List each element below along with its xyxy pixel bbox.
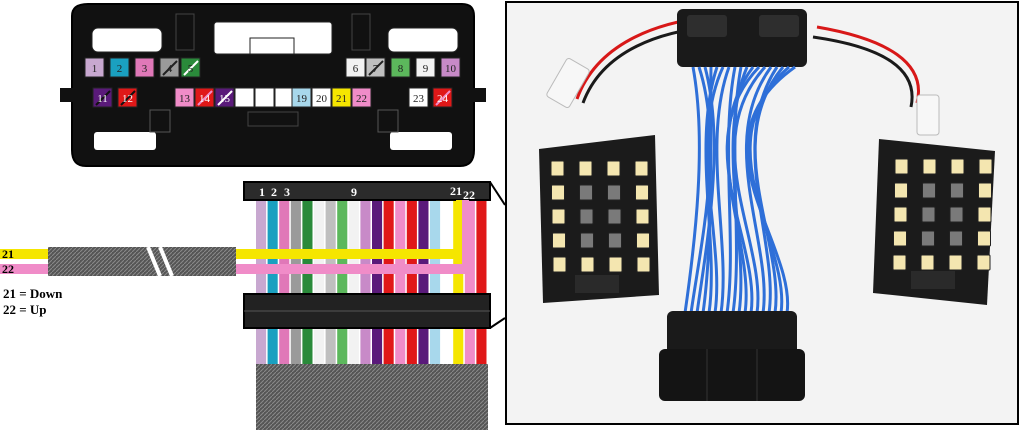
wire-sleeve — [48, 247, 236, 276]
svg-text:12: 12 — [122, 93, 133, 105]
harness-clamp — [243, 293, 505, 329]
harness-wire — [279, 200, 290, 364]
pin-10: 10 — [440, 57, 461, 78]
pin-label-9: 9 — [351, 185, 357, 199]
svg-text:21: 21 — [336, 93, 347, 105]
pin-23: 23 — [408, 87, 429, 108]
svg-text:2: 2 — [117, 63, 123, 75]
pin-20: 20 — [311, 87, 332, 108]
harness-wire — [302, 200, 313, 364]
pin-24: 24 — [432, 87, 453, 108]
pin-label-1: 1 — [259, 185, 265, 199]
signal-22-tag: 22 — [2, 262, 14, 276]
svg-text:19: 19 — [296, 93, 308, 105]
harness-wires — [256, 200, 487, 364]
harness-wire — [372, 200, 383, 364]
right-lamp-panel — [873, 139, 995, 305]
svg-text:7: 7 — [373, 63, 379, 75]
svg-text:5: 5 — [188, 63, 194, 75]
svg-text:24: 24 — [437, 93, 449, 105]
svg-text:4: 4 — [167, 63, 173, 75]
svg-text:1: 1 — [92, 63, 98, 75]
pin-1: 1 — [84, 57, 105, 78]
pin-15: 15 — [214, 87, 235, 108]
pin-19: 19 — [291, 87, 312, 108]
harness-photo-illustration — [507, 3, 1017, 423]
legend-down: 21 = Down — [3, 286, 63, 301]
harness-wire — [360, 200, 371, 364]
blue-wire-bundle — [683, 65, 796, 314]
pin-blank-6 — [254, 87, 275, 108]
pin-13: 13 — [174, 87, 195, 108]
connector-housing — [60, 3, 486, 167]
harness-wire — [325, 200, 336, 364]
harness-wire — [383, 200, 394, 364]
harness-wire — [267, 200, 278, 364]
svg-text:14: 14 — [199, 93, 211, 105]
svg-text:23: 23 — [413, 93, 425, 105]
bottom-plug — [659, 311, 805, 401]
svg-text:11: 11 — [97, 93, 108, 105]
pin-2: 2 — [109, 57, 130, 78]
pin-label-bar: 1 2 3 9 21 22 — [243, 181, 505, 206]
pin-3: 3 — [134, 57, 155, 78]
harness-wire — [290, 200, 301, 364]
signal-21-tag: 21 — [2, 247, 14, 261]
harness-wire — [430, 200, 441, 364]
pin-7: 7 — [365, 57, 386, 78]
signal-wires: 21 22 — [0, 200, 469, 277]
pin-6: 6 — [345, 57, 366, 78]
left-lamp-panel — [539, 135, 659, 303]
svg-text:13: 13 — [179, 93, 191, 105]
pin-label-22: 22 — [463, 188, 475, 202]
harness-wire — [418, 200, 429, 364]
harness-wire — [256, 200, 267, 364]
pin-11: 11 — [92, 87, 113, 108]
svg-text:9: 9 — [423, 63, 429, 75]
svg-text:20: 20 — [316, 93, 328, 105]
harness-wire — [441, 200, 452, 364]
pin-label-2: 2 — [271, 185, 277, 199]
pin-9: 9 — [415, 57, 436, 78]
harness-wire — [337, 200, 348, 364]
pin-5: 5 — [180, 57, 201, 78]
svg-text:15: 15 — [219, 93, 231, 105]
top-plug — [677, 9, 807, 67]
pin-22: 22 — [351, 87, 372, 108]
pin-4: 4 — [159, 57, 180, 78]
connector-pins-bottom-row: 11 12 13 14 15 19 20 21 22 23 24 — [92, 87, 453, 108]
harness-wire — [464, 200, 475, 364]
connector-pins-top-row: 1 2 3 4 5 6 7 8 9 10 — [84, 57, 461, 78]
svg-text:6: 6 — [353, 63, 359, 75]
svg-text:10: 10 — [445, 63, 457, 75]
harness-wire — [406, 200, 417, 364]
harness-wire — [453, 200, 464, 364]
pin-14: 14 — [194, 87, 215, 108]
svg-text:22: 22 — [356, 93, 367, 105]
harness-wire — [314, 200, 325, 364]
pin-label-3: 3 — [284, 185, 290, 199]
harness-wire — [395, 200, 406, 364]
legend-up: 22 = Up — [3, 302, 47, 317]
pin-8: 8 — [390, 57, 411, 78]
product-photo — [505, 1, 1019, 425]
pin-blank-5 — [234, 87, 255, 108]
pin-12: 12 — [117, 87, 138, 108]
svg-text:8: 8 — [398, 63, 404, 75]
svg-text:3: 3 — [142, 63, 148, 75]
bottom-sleeve — [256, 364, 488, 430]
pin-label-21: 21 — [450, 184, 462, 198]
harness-wire — [476, 200, 487, 364]
harness-wire — [348, 200, 359, 364]
pin-21: 21 — [331, 87, 352, 108]
pin-blank-7 — [274, 87, 295, 108]
